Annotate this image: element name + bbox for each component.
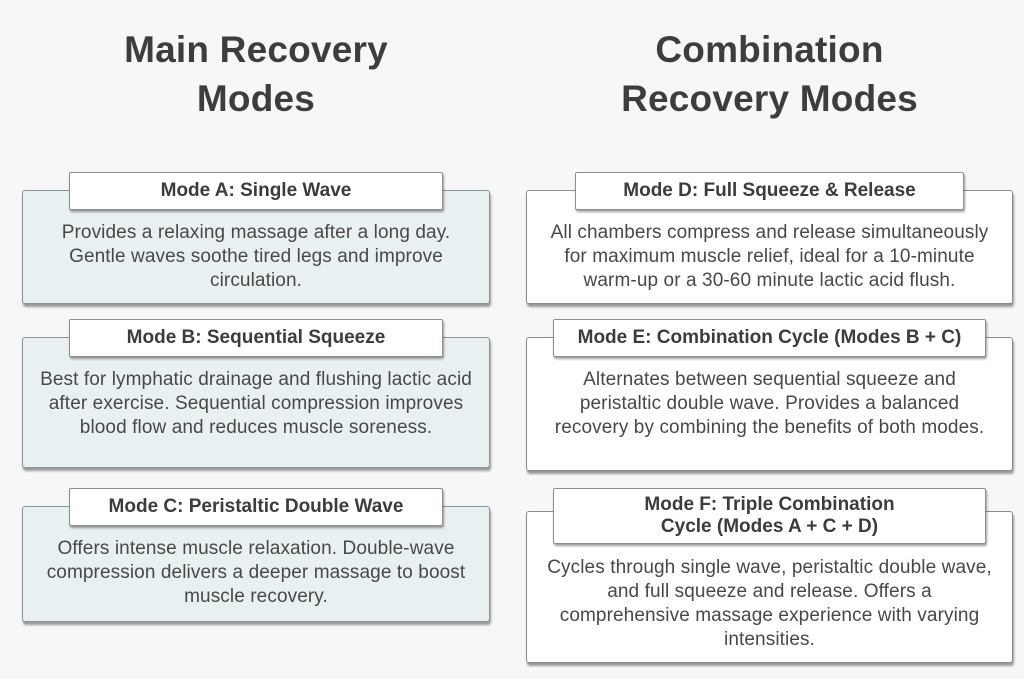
mode-e-group: Mode E: Combination Cycle (Modes B + C) … — [526, 319, 1013, 488]
mode-f-group: Mode F: Triple Combination Cycle (Modes … — [526, 488, 1013, 664]
mode-d-title: Mode D: Full Squeeze & Release — [623, 180, 916, 201]
mode-a-description: Provides a relaxing massage after a long… — [61, 221, 451, 292]
mode-b-title: Mode B: Sequential Squeeze — [126, 327, 386, 348]
mode-a-title: Mode A: Single Wave — [160, 180, 352, 201]
mode-e-card: Alternates between sequential squeeze an… — [526, 336, 1013, 471]
mode-b-description: Best for lymphatic drainage and flushing… — [40, 368, 472, 439]
main-recovery-modes-title: Main Recovery Modes — [124, 29, 388, 119]
mode-c-group: Mode C: Peristaltic Double Wave Offers i… — [22, 488, 490, 663]
mode-e-title: Mode E: Combination Cycle (Modes B + C) — [577, 327, 962, 348]
mode-a-title-tab: Mode A: Single Wave — [68, 172, 444, 210]
recovery-modes-infographic: Main Recovery Modes Combination Recovery… — [22, 29, 1013, 664]
mode-e-description: Alternates between sequential squeeze an… — [554, 368, 985, 439]
mode-d-title-tab: Mode D: Full Squeeze & Release — [574, 172, 965, 210]
mode-b-card: Best for lymphatic drainage and flushing… — [22, 336, 490, 468]
mode-d-group: Mode D: Full Squeeze & Release All chamb… — [526, 172, 1013, 319]
mode-b-title-tab: Mode B: Sequential Squeeze — [68, 319, 444, 357]
mode-f-title-line1: Mode F: Triple Combination — [644, 494, 895, 515]
combination-recovery-modes-title: Combination Recovery Modes — [621, 29, 918, 119]
mode-f-title-line2: Cycle (Modes A + C + D) — [660, 515, 879, 537]
mode-b-group: Mode B: Sequential Squeeze Best for lymp… — [22, 319, 490, 488]
mode-e-title-tab: Mode E: Combination Cycle (Modes B + C) — [552, 319, 987, 357]
mode-d-description: All chambers compress and release simult… — [550, 221, 989, 292]
mode-a-group: Mode A: Single Wave Provides a relaxing … — [22, 172, 490, 319]
mode-c-title: Mode C: Peristaltic Double Wave — [108, 496, 404, 517]
mode-f-title-tab: Mode F: Triple Combination Cycle (Modes … — [552, 488, 987, 544]
mode-c-title-tab: Mode C: Peristaltic Double Wave — [68, 488, 444, 526]
mode-f-description: Cycles through single wave, peristaltic … — [547, 556, 992, 651]
mode-c-description: Offers intense muscle relaxation. Double… — [46, 537, 466, 608]
